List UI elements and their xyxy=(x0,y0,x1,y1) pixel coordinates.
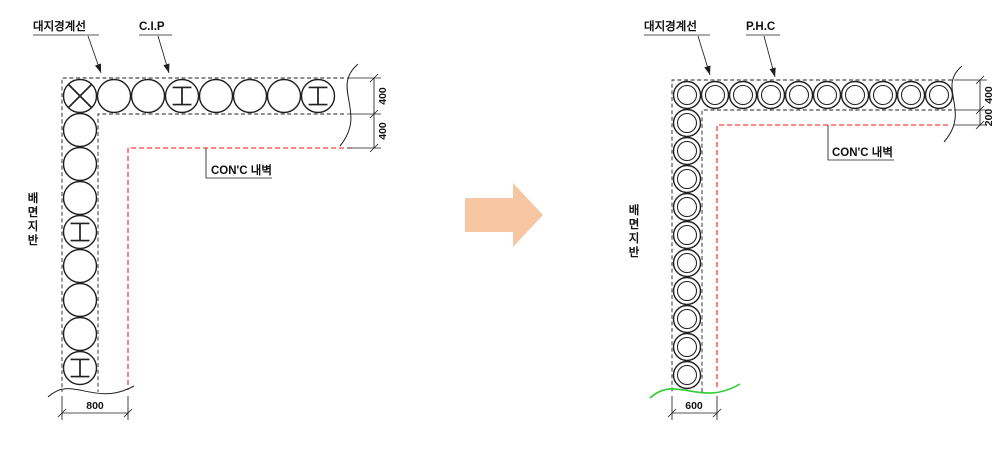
pile-hollow-core xyxy=(928,84,950,106)
right-diagram-geometry xyxy=(644,34,987,420)
right-inner-wall-label: CON'C 내벽 xyxy=(832,145,893,159)
left-inner-wall-label: CON'C 내벽 xyxy=(211,163,272,177)
leader-arrowhead xyxy=(163,63,170,73)
pile-hollow-core xyxy=(676,140,698,162)
wall-outer-edge xyxy=(61,77,344,392)
dim-tick xyxy=(369,109,379,119)
pile-circle xyxy=(266,78,302,114)
left-dim-wall-offset: 400 xyxy=(377,122,389,140)
pile-hollow-core xyxy=(704,84,726,106)
pile-hollow-core xyxy=(676,84,698,106)
concrete-inner-wall-line xyxy=(127,147,352,390)
pile-hollow-core xyxy=(844,84,866,106)
pile-circle xyxy=(62,316,98,352)
pile-circle xyxy=(130,78,166,114)
right-boundary-line-label: 대지경계선 xyxy=(644,19,697,33)
wall-inner-edge xyxy=(701,109,952,392)
left-pile-type-label: C.I.P xyxy=(139,21,165,33)
leader-arrowhead xyxy=(704,65,711,75)
h-pile-symbol xyxy=(172,86,192,106)
pile-hollow-core xyxy=(788,84,810,106)
pile-hollow-core xyxy=(676,280,698,302)
pile-hollow-core xyxy=(676,252,698,274)
right-pile-type-label: P.H.C xyxy=(746,21,775,33)
h-pile-symbol xyxy=(70,358,90,378)
pile-circle xyxy=(198,78,234,114)
wall-label-leader xyxy=(827,125,894,161)
pile-hollow-core xyxy=(816,84,838,106)
pile-circle xyxy=(62,282,98,318)
pile-hollow-core xyxy=(676,336,698,358)
pile-hollow-core xyxy=(872,84,894,106)
dim-tick xyxy=(975,120,985,130)
wall-outer-edge xyxy=(671,79,952,392)
pile-circle xyxy=(62,146,98,182)
dim-tick xyxy=(123,408,133,418)
right-dim-bottom-width: 600 xyxy=(685,400,703,412)
pile-hollow-core xyxy=(732,84,754,106)
leader-arrowhead xyxy=(94,63,102,73)
pile-circle xyxy=(62,112,98,148)
pile-hollow-core xyxy=(760,84,782,106)
pile-circle xyxy=(96,78,132,114)
right-dim-wall-thickness: 400 xyxy=(983,86,995,104)
dim-tick xyxy=(667,408,677,418)
leader-arrowhead xyxy=(769,67,776,77)
left-dim-wall-thickness: 400 xyxy=(377,87,389,105)
pile-circle xyxy=(62,180,98,216)
wall-label-leader xyxy=(205,148,272,179)
left-boundary-line-label: 대지경계선 xyxy=(33,19,86,33)
transform-arrow-icon xyxy=(465,183,543,247)
pile-hollow-core xyxy=(676,168,698,190)
pile-hollow-core xyxy=(676,112,698,134)
pile-circle xyxy=(232,78,268,114)
dim-tick xyxy=(57,408,67,418)
pile-hollow-core xyxy=(676,196,698,218)
break-line-right xyxy=(339,63,359,147)
break-line-bottom xyxy=(47,385,135,398)
dim-tick xyxy=(975,105,985,115)
cross-brace-symbol xyxy=(67,83,93,109)
dim-tick xyxy=(369,143,379,153)
pile-hollow-core xyxy=(676,224,698,246)
h-pile-symbol xyxy=(70,222,90,242)
pile-hollow-core xyxy=(676,308,698,330)
pile-hollow-core xyxy=(900,84,922,106)
dim-tick xyxy=(369,73,379,83)
h-pile-symbol xyxy=(308,86,328,106)
pile-hollow-core xyxy=(676,364,698,386)
right-dim-wall-offset: 200 xyxy=(983,109,995,127)
concrete-inner-wall-line xyxy=(716,124,948,390)
dim-tick xyxy=(712,408,722,418)
break-line-right xyxy=(943,65,963,143)
left-diagram-geometry xyxy=(33,34,381,420)
wall-inner-edge xyxy=(97,113,344,392)
break-line-bottom xyxy=(649,383,741,399)
dim-tick xyxy=(975,75,985,85)
pile-circle xyxy=(62,248,98,284)
left-dim-bottom-width: 800 xyxy=(86,400,104,412)
